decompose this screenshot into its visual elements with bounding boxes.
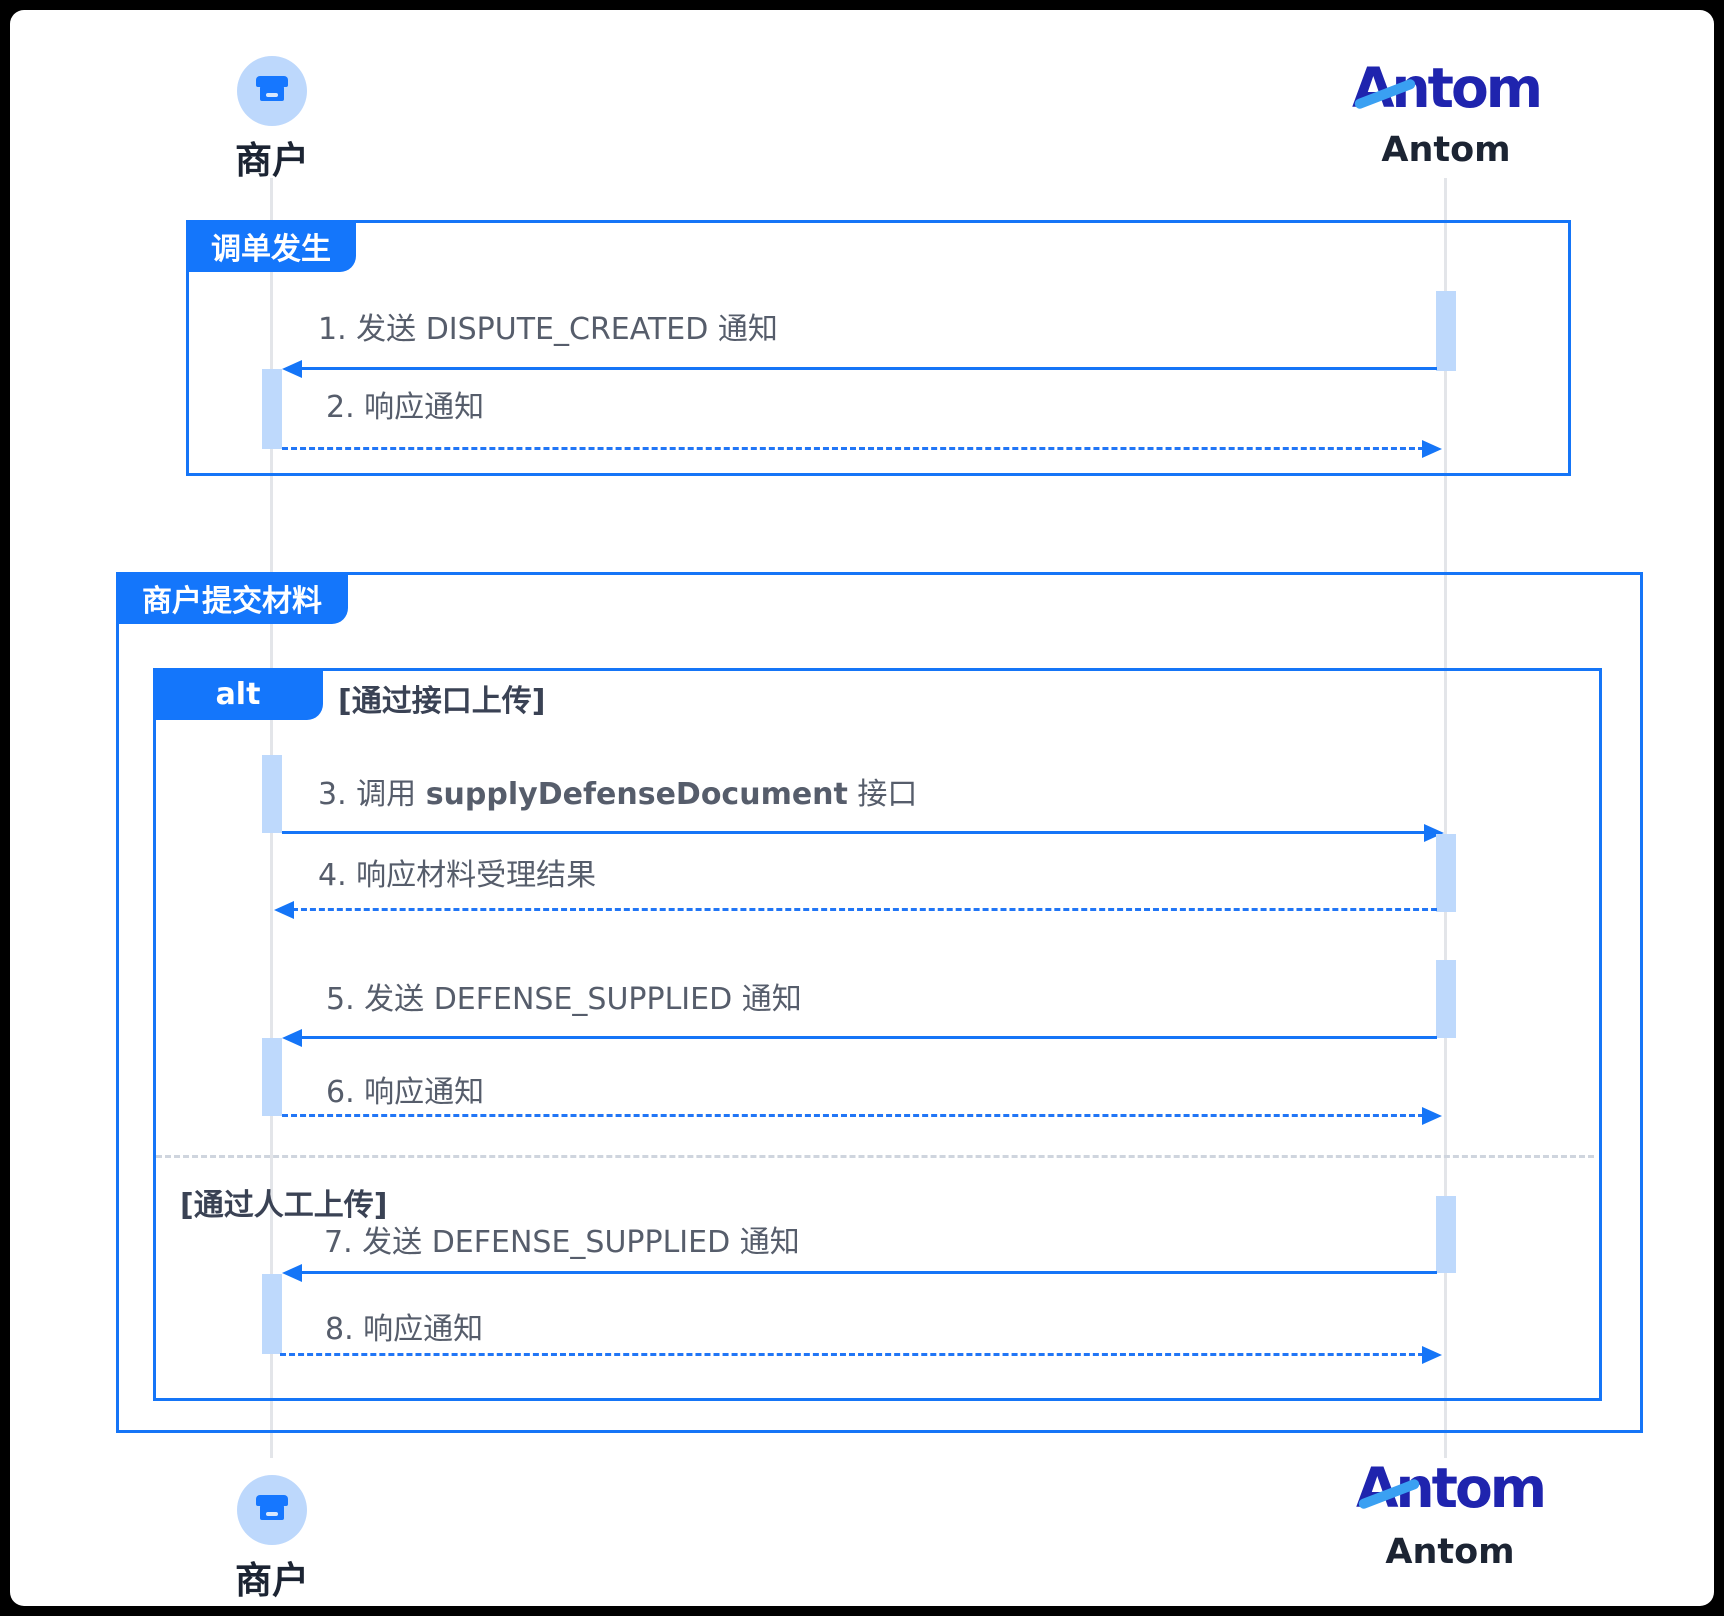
antom-activation-1: [1436, 291, 1456, 371]
antom-activation-3: [1436, 960, 1456, 1038]
message-7-arrow: [300, 1271, 1437, 1274]
merchant-label-bottom: 商户: [235, 1559, 309, 1602]
antom-label-top: Antom: [1381, 130, 1511, 170]
merchant-label-top: 商户: [235, 139, 309, 182]
antom-activation-2: [1436, 834, 1456, 912]
message-1-arrow: [300, 367, 1437, 370]
merchant-avatar-top: [237, 56, 307, 126]
storefront-icon: [252, 69, 292, 113]
alt-frame: [153, 668, 1602, 1401]
antom-activation-4: [1436, 1196, 1456, 1273]
message-2-arrow: [282, 447, 1424, 450]
message-6-arrowhead: [1422, 1107, 1442, 1125]
message-4-label: 4. 响应材料受理结果: [318, 858, 597, 893]
message-8-arrow: [280, 1353, 1424, 1356]
message-3-label: 3. 调用 supplyDefenseDocument 接口: [318, 777, 918, 812]
merchant-activation-3: [262, 1038, 282, 1116]
alt-operator-label: alt: [153, 668, 323, 720]
antom-wordmark: Antom: [1351, 56, 1543, 120]
alt-guard-api: [通过接口上传]: [338, 684, 546, 719]
antom-wordmark: Antom: [1355, 1456, 1547, 1520]
message-1-label: 1. 发送 DISPUTE_CREATED 通知: [318, 312, 778, 347]
frame-submit-label: 商户提交材料: [116, 572, 348, 624]
message-8-arrowhead: [1422, 1346, 1442, 1364]
antom-logo-bottom: Antom: [1345, 1461, 1555, 1518]
message-4-arrowhead: [274, 901, 294, 919]
alt-guard-manual: [通过人工上传]: [180, 1188, 388, 1223]
antom-logo-top: Antom: [1341, 61, 1551, 118]
message-6-arrow: [282, 1114, 1424, 1117]
antom-label-bottom: Antom: [1385, 1532, 1515, 1572]
frame-dispute: [186, 220, 1571, 476]
storefront-icon: [252, 1488, 292, 1532]
message-7-arrowhead: [282, 1264, 302, 1282]
merchant-avatar-bottom: [237, 1475, 307, 1545]
merchant-activation-1: [262, 369, 282, 449]
frame-dispute-label: 调单发生: [186, 220, 356, 272]
message-3-arrow: [282, 831, 1426, 834]
message-1-arrowhead: [282, 360, 302, 378]
message-8-label: 8. 响应通知: [325, 1312, 484, 1347]
message-6-label: 6. 响应通知: [326, 1075, 485, 1110]
diagram-canvas: [10, 10, 1714, 1606]
merchant-activation-2: [262, 755, 282, 833]
message-5-arrow: [300, 1036, 1437, 1039]
alt-divider: [156, 1155, 1594, 1158]
message-2-arrowhead: [1422, 440, 1442, 458]
antom-lifeline: [1444, 178, 1447, 1458]
message-5-label: 5. 发送 DEFENSE_SUPPLIED 通知: [326, 982, 802, 1017]
message-7-label: 7. 发送 DEFENSE_SUPPLIED 通知: [324, 1225, 800, 1260]
merchant-activation-4: [262, 1274, 282, 1354]
message-2-label: 2. 响应通知: [326, 390, 485, 425]
frame-submit: [116, 572, 1643, 1433]
message-4-arrow: [292, 908, 1437, 911]
message-5-arrowhead: [282, 1029, 302, 1047]
